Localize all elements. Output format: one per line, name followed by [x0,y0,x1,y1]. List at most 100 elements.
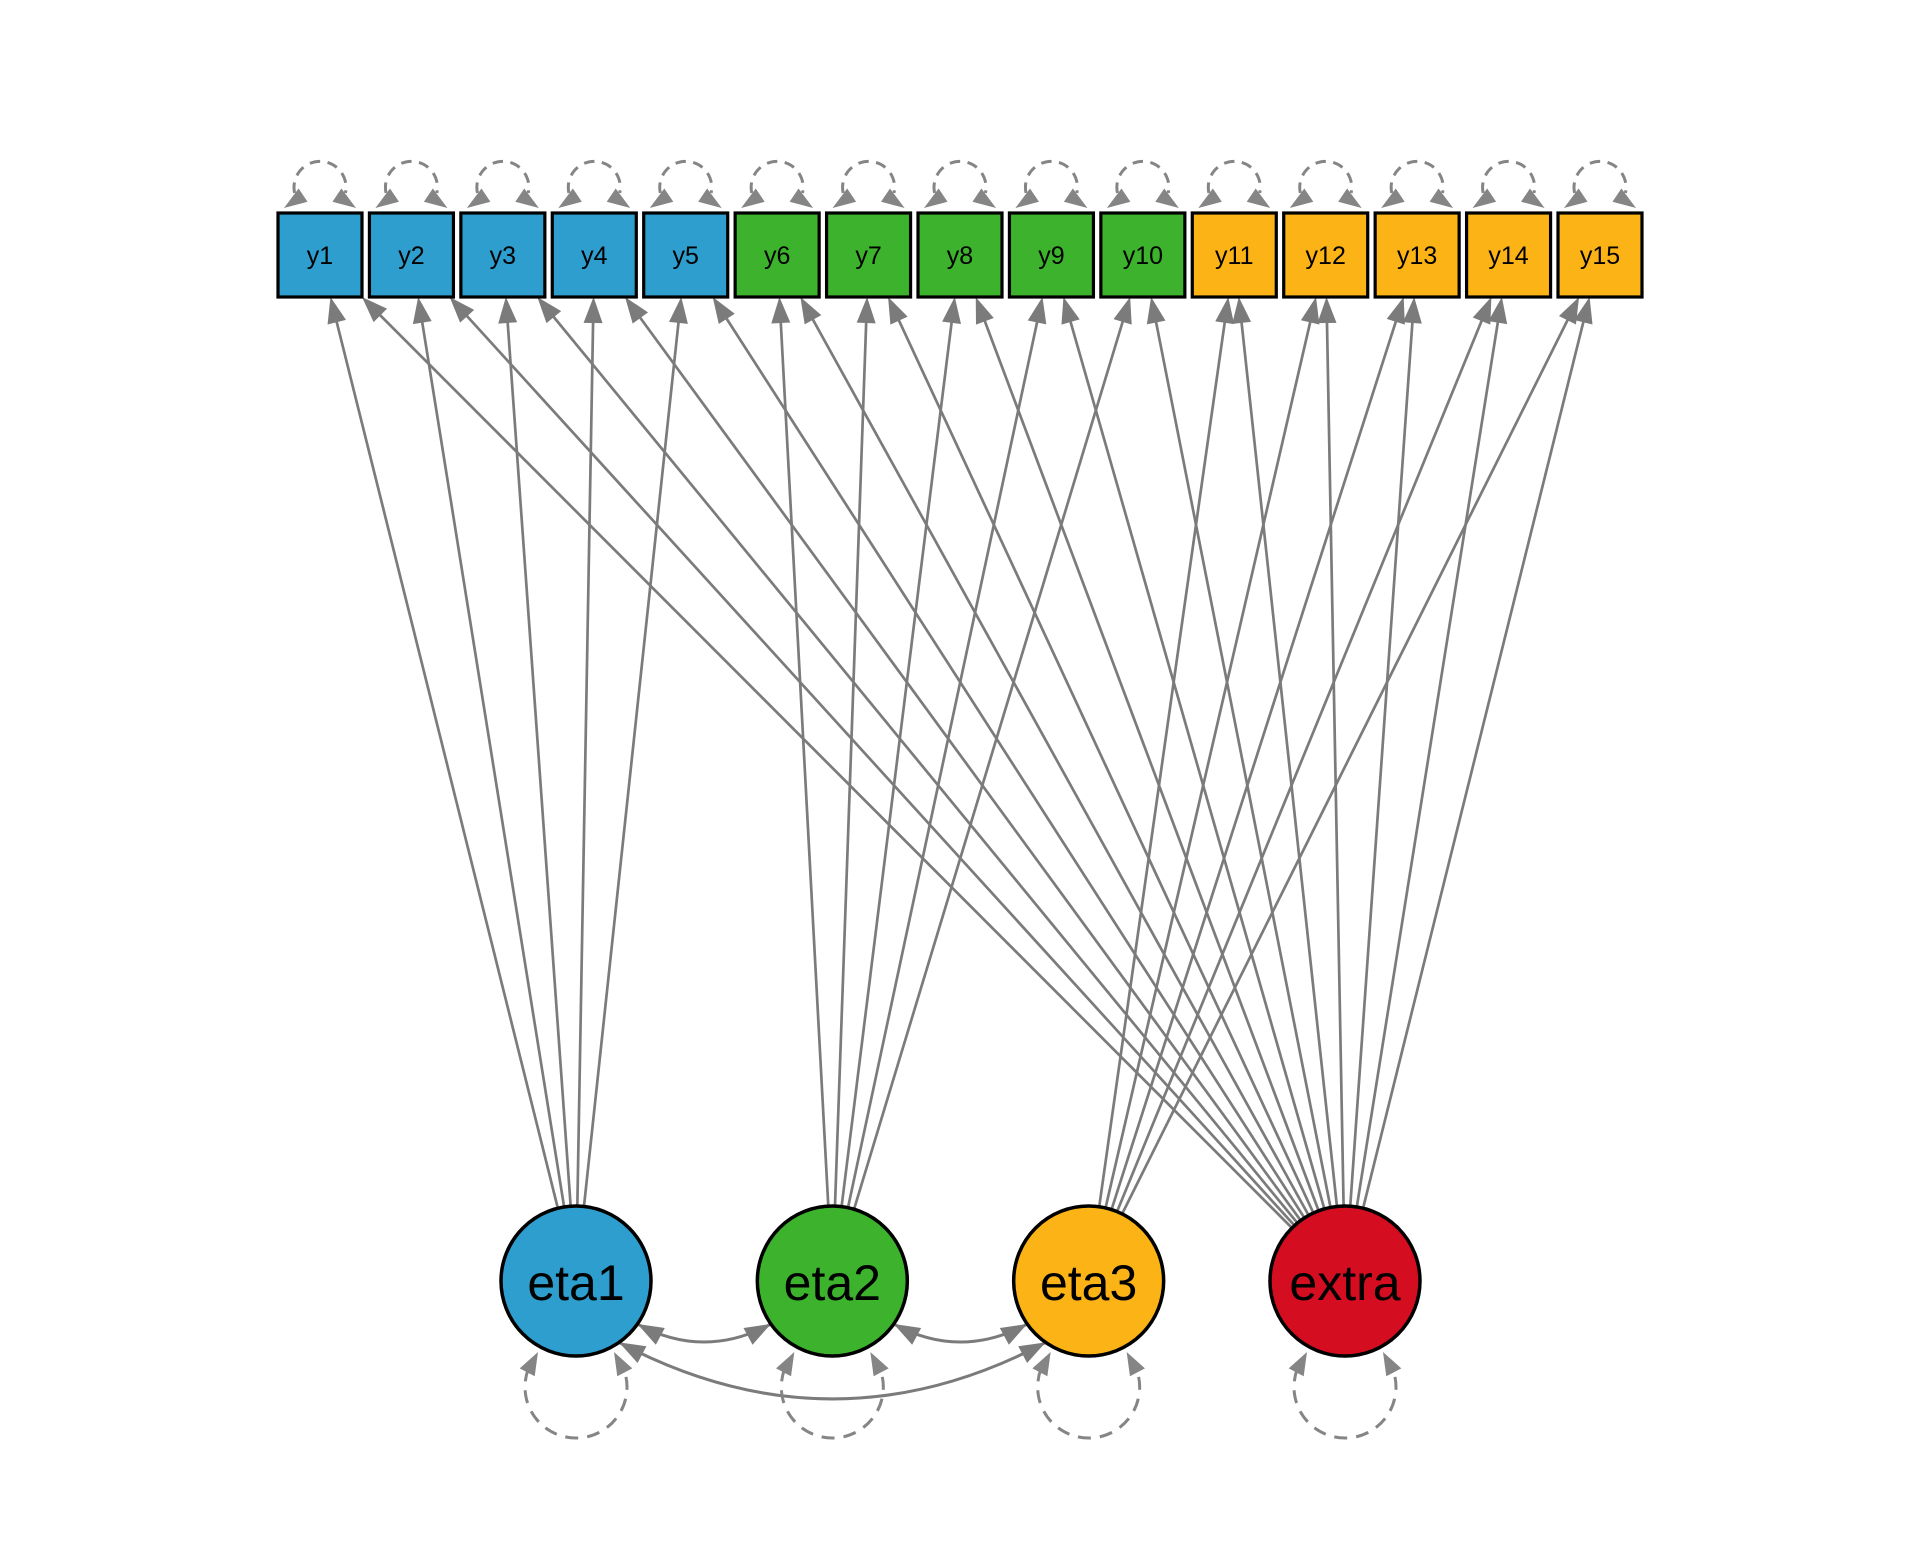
variance-loop-y5 [658,159,714,194]
arrowhead-eta2-y8 [942,297,961,324]
variance-loop-y8 [932,159,988,194]
arrowhead-eta2-y10 [1113,297,1132,325]
cov-arrowhead-eta1 [619,1342,647,1364]
edge-extra-y13 [1348,308,1415,1206]
label-y8: y8 [947,242,973,270]
arrowhead-extra-y3 [537,297,562,324]
loop-arrowhead-left-y7 [832,188,857,208]
arrowhead-extra-y4 [625,297,649,324]
label-eta1: eta1 [527,1255,624,1311]
node-eta1 [499,1204,653,1358]
node-y15 [1556,211,1644,299]
arrowhead-eta3-y12 [1300,297,1320,325]
node-y8 [916,211,1004,299]
label-y12: y12 [1306,242,1346,270]
label-y9: y9 [1038,242,1064,270]
cov-arrowhead-eta1 [637,1324,665,1345]
label-y15: y15 [1580,242,1620,270]
variance-loop-y2 [383,159,439,194]
label-y4: y4 [581,242,608,270]
arrowhead-eta1-y2 [412,297,432,325]
label-y13: y13 [1397,242,1437,270]
node-y10 [1099,211,1187,299]
edge-eta3-y13 [1110,308,1402,1210]
node-y3 [459,211,547,299]
loop-arrowhead-left-y8 [924,188,948,208]
edge-eta3-y11 [1098,308,1228,1206]
loop-arrowhead-right-y10 [1155,188,1179,208]
node-eta2 [755,1204,910,1358]
loop-arrowhead-right-y5 [698,188,722,208]
loop-arrowhead-left-y10 [1106,188,1131,208]
arrowhead-eta3-y15 [1558,297,1580,325]
arrowhead-extra-y12 [1317,297,1337,324]
arrowhead-eta1-y4 [583,297,603,324]
variance-loop-y13 [1389,159,1445,194]
arrowhead-eta1-y5 [669,297,688,324]
variance-loop-eta2 [779,1368,885,1440]
loop-arrowhead-left-y15 [1564,188,1588,208]
edge-extra-y6 [805,306,1310,1216]
loop-arrowhead-right-y7 [881,188,905,208]
label-extra: extra [1289,1255,1400,1311]
loop-arrowhead-right-y1 [332,188,356,208]
variance-loop-extra [1292,1368,1398,1440]
edge-extra-y10 [1152,308,1332,1207]
edge-extra-y3 [543,305,1298,1224]
edge-eta1-y2 [418,308,566,1207]
arrowhead-extra-y15 [1574,297,1593,325]
loop-arrowhead-right-eta1 [614,1352,633,1377]
node-y2 [367,211,456,299]
edge-eta1-y3 [505,308,572,1206]
edge-eta1-y1 [332,308,559,1208]
node-y13 [1373,211,1461,299]
variance-loop-y11 [1206,159,1262,194]
node-y6 [733,211,821,299]
variance-loop-eta1 [523,1368,629,1440]
arrowhead-extra-y1 [361,297,388,323]
label-y2: y2 [398,242,424,270]
edge-extra-y8 [978,307,1320,1211]
edge-extra-y15 [1362,308,1588,1208]
edge-extra-y1 [369,304,1293,1229]
label-y5: y5 [673,242,699,270]
node-y11 [1190,211,1278,299]
label-y11: y11 [1215,242,1253,270]
edge-extra-y12 [1325,308,1345,1206]
loop-arrowhead-right-y9 [1063,188,1088,208]
loop-arrowhead-right-y12 [1338,188,1362,208]
variance-loop-y15 [1572,159,1628,194]
loop-arrowhead-right-y13 [1429,188,1454,208]
loop-arrowhead-left-y3 [466,188,491,208]
loop-arrowhead-right-y14 [1521,188,1545,208]
loop-arrowhead-left-eta3 [1032,1352,1051,1377]
loop-arrowhead-right-y11 [1246,188,1271,208]
node-y1 [276,211,364,299]
arrowhead-eta1-y1 [327,297,346,325]
loop-arrowhead-right-eta3 [1126,1352,1145,1377]
node-y9 [1007,211,1096,299]
variance-loop-y14 [1481,159,1537,194]
loop-arrowhead-left-y6 [741,188,765,208]
arrowhead-eta2-y9 [1027,297,1047,325]
arrowhead-extra-y5 [712,297,735,325]
loop-arrowhead-right-y3 [515,188,539,208]
label-eta3: eta3 [1040,1255,1137,1311]
arrowhead-extra-y9 [1061,297,1080,325]
node-y4 [550,211,638,299]
loop-arrowhead-left-y13 [1381,188,1405,208]
edge-eta2-y9 [846,308,1042,1207]
edge-eta1-y4 [576,308,595,1206]
edge-extra-y2 [456,304,1295,1226]
loop-arrowhead-left-y1 [284,188,308,208]
node-y7 [824,211,913,299]
covariance-eta1-eta3 [618,1341,1047,1401]
arrowhead-extra-y8 [975,297,994,325]
edge-eta1-y5 [582,308,682,1206]
arrowhead-extra-y11 [1232,297,1252,324]
node-y12 [1282,211,1370,299]
loop-arrowhead-right-extra [1382,1352,1402,1377]
label-y14: y14 [1488,242,1528,270]
